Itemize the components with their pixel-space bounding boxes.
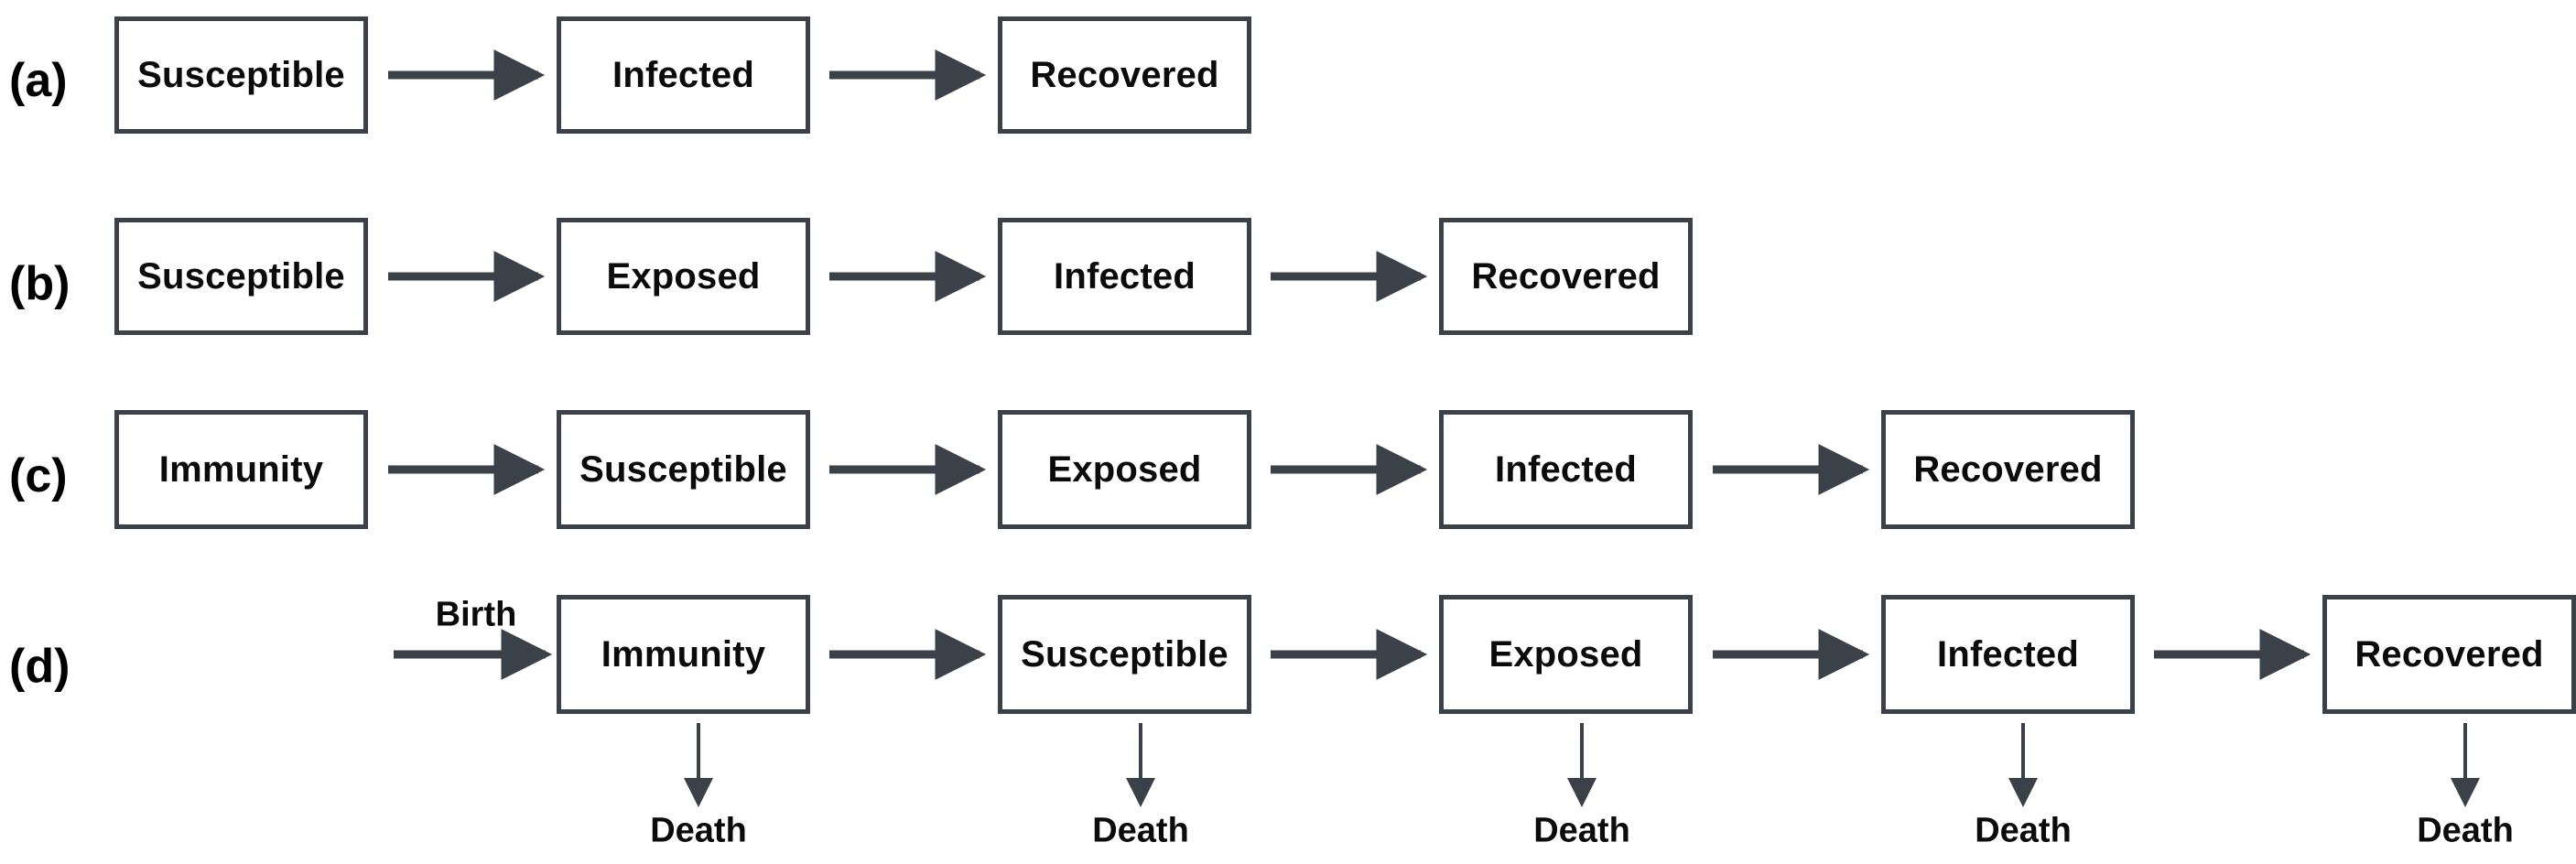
node-label: Immunity <box>601 633 766 675</box>
row-label-c: (c) <box>9 449 68 502</box>
node-label: Exposed <box>606 255 761 297</box>
node-box-c-susceptible[interactable]: Susceptible <box>557 410 810 529</box>
birth-label: Birth <box>435 595 517 634</box>
node-box-b-exposed[interactable]: Exposed <box>557 218 810 335</box>
node-label: Recovered <box>1913 448 2103 490</box>
node-box-b-recovered[interactable]: Recovered <box>1439 218 1693 335</box>
node-box-d-immunity[interactable]: Immunity <box>557 595 810 714</box>
node-box-c-immunity[interactable]: Immunity <box>114 410 368 529</box>
death-label-3: Death <box>1975 811 2072 850</box>
node-box-a-recovered[interactable]: Recovered <box>998 16 1251 134</box>
node-box-b-infected[interactable]: Infected <box>998 218 1251 335</box>
death-label-1: Death <box>1092 811 1189 850</box>
node-box-c-infected[interactable]: Infected <box>1439 410 1693 529</box>
node-box-d-infected[interactable]: Infected <box>1881 595 2135 714</box>
node-box-d-exposed[interactable]: Exposed <box>1439 595 1693 714</box>
row-label-d: (d) <box>9 640 70 693</box>
node-box-a-infected[interactable]: Infected <box>557 16 810 134</box>
row-label-a: (a) <box>9 54 68 107</box>
node-label: Recovered <box>2354 633 2544 675</box>
node-label: Infected <box>1054 255 1196 297</box>
death-label-4: Death <box>2417 811 2514 850</box>
node-box-c-recovered[interactable]: Recovered <box>1881 410 2135 529</box>
node-label: Susceptible <box>1021 633 1228 675</box>
node-label: Immunity <box>158 448 324 490</box>
node-label: Susceptible <box>579 448 787 490</box>
node-label: Recovered <box>1471 255 1661 297</box>
node-label: Susceptible <box>137 54 345 95</box>
node-box-c-exposed[interactable]: Exposed <box>998 410 1251 529</box>
node-label: Recovered <box>1030 54 1219 95</box>
death-label-0: Death <box>650 811 747 850</box>
node-label: Infected <box>1937 633 2079 675</box>
node-label: Infected <box>612 54 754 95</box>
node-box-d-recovered[interactable]: Recovered <box>2322 595 2576 714</box>
node-label: Infected <box>1495 448 1637 490</box>
row-label-b: (b) <box>9 257 70 310</box>
node-label: Susceptible <box>137 255 345 297</box>
death-label-2: Death <box>1533 811 1630 850</box>
node-box-b-susceptible[interactable]: Susceptible <box>114 218 368 335</box>
node-box-d-susceptible[interactable]: Susceptible <box>998 595 1251 714</box>
node-label: Exposed <box>1047 448 1202 490</box>
node-label: Exposed <box>1488 633 1643 675</box>
node-box-a-susceptible[interactable]: Susceptible <box>114 16 368 134</box>
